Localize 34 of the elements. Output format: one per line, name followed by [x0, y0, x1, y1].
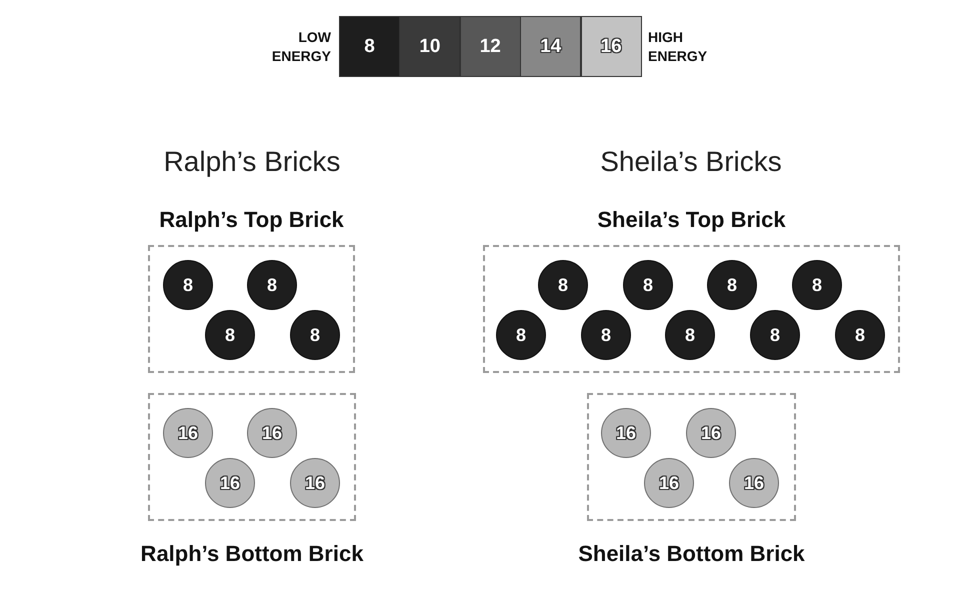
- legend-swatch: 12: [460, 16, 521, 77]
- scale-end-label: HIGH ENERGY: [648, 28, 708, 66]
- numbered-circle: 8: [247, 260, 297, 310]
- group-heading: Sheila’s Bricks: [600, 145, 782, 179]
- brick-title: Ralph’s Bottom Brick: [140, 541, 364, 567]
- numbered-circle: 8: [538, 260, 588, 310]
- legend-swatch: 16: [580, 16, 642, 77]
- numbered-circle: 16: [729, 458, 779, 508]
- legend-swatch: 14: [520, 16, 582, 77]
- brick-title: Ralph’s Top Brick: [159, 207, 344, 233]
- numbered-circle: 16: [205, 458, 255, 508]
- numbered-circle: 16: [686, 408, 736, 458]
- numbered-circle: 16: [247, 408, 297, 458]
- numbered-circle: 8: [163, 260, 213, 310]
- numbered-circle: 8: [792, 260, 842, 310]
- numbered-circle: 8: [665, 310, 715, 360]
- numbered-circle: 16: [601, 408, 651, 458]
- numbered-circle: 8: [205, 310, 255, 360]
- numbered-circle: 8: [707, 260, 757, 310]
- numbered-circle: 8: [623, 260, 673, 310]
- numbered-circle: 16: [290, 458, 340, 508]
- numbered-circle: 8: [835, 310, 885, 360]
- scale-end-label: LOW ENERGY: [272, 28, 331, 66]
- numbered-circle: 8: [496, 310, 546, 360]
- numbered-circle: 8: [581, 310, 631, 360]
- brick-title: Sheila’s Bottom Brick: [578, 541, 805, 567]
- numbered-circle: 16: [644, 458, 694, 508]
- numbered-circle: 16: [163, 408, 213, 458]
- numbered-circle: 8: [290, 310, 340, 360]
- brick-title: Sheila’s Top Brick: [597, 207, 786, 233]
- group-heading: Ralph’s Bricks: [164, 145, 340, 179]
- legend-swatch: 10: [399, 16, 460, 77]
- numbered-circle: 8: [750, 310, 800, 360]
- legend-swatch: 8: [339, 16, 400, 77]
